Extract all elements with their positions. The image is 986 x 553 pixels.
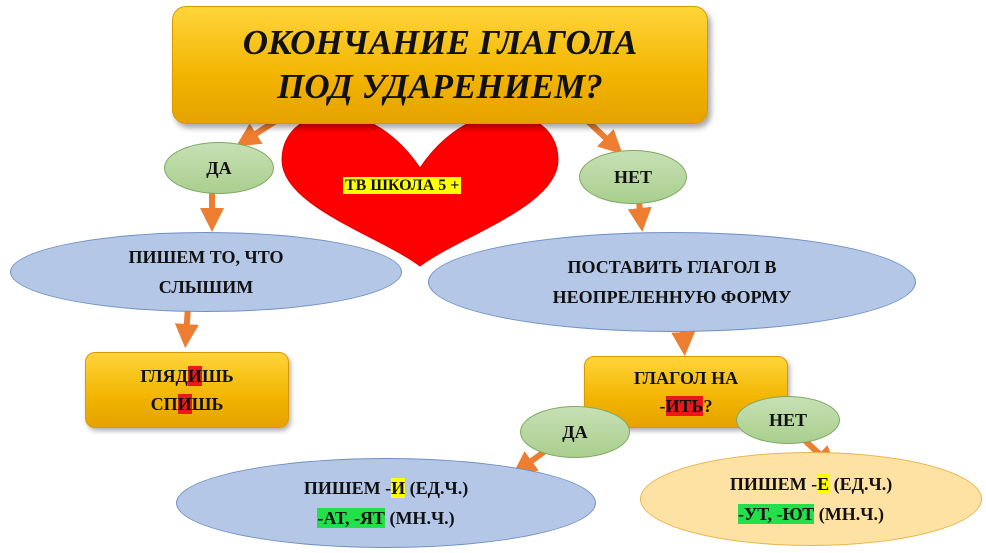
verb-box-dash: - [659,396,666,416]
result-right-plural: (МН.Ч.) [814,504,884,524]
yes-top-label: ДА [206,157,232,178]
right-ellipse-line-2: НЕОПРЕЛЕННУЮ ФОРМУ [552,287,792,307]
yes-bottom-pill: ДА [520,406,630,458]
example-word-1: ГЛЯДИШЬ [140,362,234,390]
result-right-ellipse: ПИШЕМ -Е (ЕД.Ч.) -УТ, -ЮТ (МН.Ч.) [640,452,982,546]
left-ellipse: ПИШЕМ ТО, ЧТО СЛЫШИМ [10,232,402,312]
left-ellipse-line-1: ПИШЕМ ТО, ЧТО [128,247,284,267]
verb-box-line-2: -ИТЬ? [659,392,713,420]
right-ellipse-line-1: ПОСТАВИТЬ ГЛАГОЛ В [567,257,777,277]
example-word-2: СПИШЬ [150,390,224,418]
example-box: ГЛЯДИШЬ СПИШЬ [85,352,289,428]
result-left-singular: (ЕД.Ч.) [405,478,469,498]
verb-box-suffix: ИТЬ [665,396,704,416]
yes-bottom-label: ДА [562,421,588,442]
result-left-prefix: ПИШЕМ - [303,478,392,498]
no-top-label: НЕТ [613,166,652,187]
result-right-line-2: -УТ, -ЮТ (МН.Ч.) [738,499,884,529]
verb-box-question: ? [703,396,713,416]
left-ellipse-line-2: СЛЫШИМ [158,277,254,297]
example-word-1-end: ШЬ [201,366,234,386]
result-left-ellipse: ПИШЕМ -И (ЕД.Ч.) -АТ, -ЯТ (МН.Ч.) [176,458,596,548]
result-left-line-2: -АТ, -ЯТ (МН.Ч.) [317,503,455,533]
example-word-1-vowel: И [187,366,202,386]
title-line-2: ПОД УДАРЕНИЕМ? [277,67,603,106]
result-left-line-1: ПИШЕМ -И (ЕД.Ч.) [304,473,468,503]
heart-label: ТВ ШКОЛА 5 + [343,177,462,194]
yes-top-pill: ДА [164,142,274,194]
no-bottom-label: НЕТ [768,409,807,430]
title-box: ОКОНЧАНИЕ ГЛАГОЛА ПОД УДАРЕНИЕМ? [172,6,708,124]
result-left-endings: -АТ, -ЯТ [317,508,385,528]
example-word-1-start: ГЛЯД [140,366,188,386]
result-right-prefix: ПИШЕМ - [729,474,818,494]
verb-box-line-1: ГЛАГОЛ НА [633,368,739,388]
title-line-1: ОКОНЧАНИЕ ГЛАГОЛА [242,23,638,62]
no-top-pill: НЕТ [579,150,687,204]
result-right-singular: (ЕД.Ч.) [829,474,893,494]
no-bottom-pill: НЕТ [736,396,840,444]
example-word-2-vowel: И [177,394,192,414]
example-word-2-end: ШЬ [191,394,224,414]
example-word-2-start: СП [150,394,178,414]
result-right-vowel: Е [817,474,830,494]
heart-label-wrap: ТВ ШКОЛА 5 + [343,176,462,196]
result-right-endings: -УТ, -ЮТ [738,504,815,524]
result-right-line-1: ПИШЕМ -Е (ЕД.Ч.) [730,469,892,499]
result-left-plural: (МН.Ч.) [384,508,455,528]
result-left-vowel: И [391,478,406,498]
right-ellipse: ПОСТАВИТЬ ГЛАГОЛ В НЕОПРЕЛЕННУЮ ФОРМУ [428,232,916,332]
